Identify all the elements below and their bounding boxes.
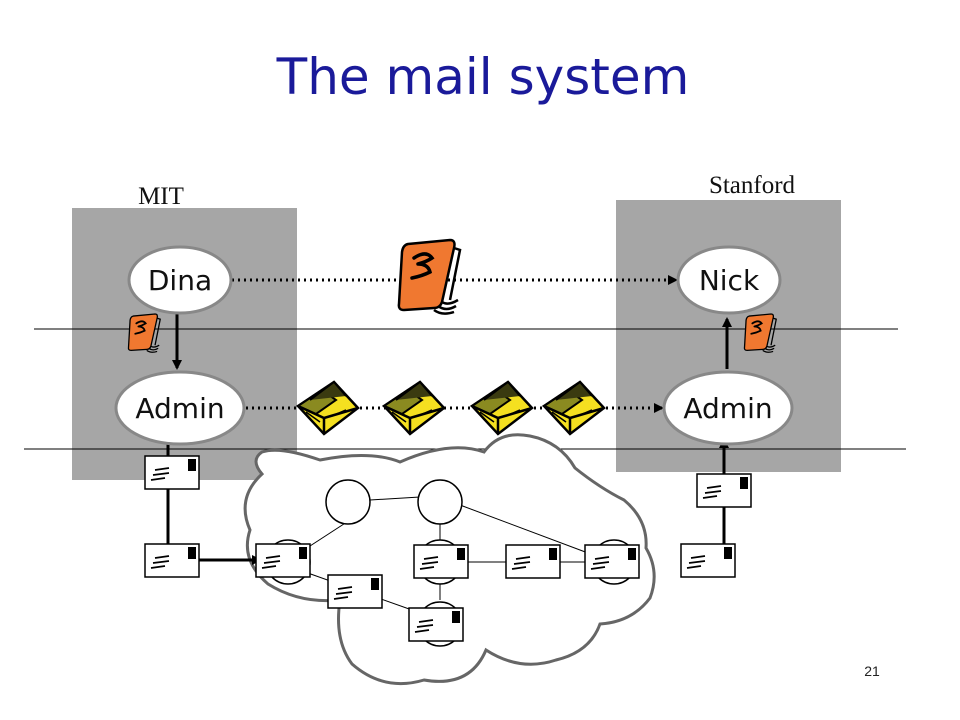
dina-label: Dina — [148, 264, 212, 297]
open-envelope-icon — [542, 380, 606, 436]
left-admin-label: Admin — [135, 392, 224, 425]
letter-icon — [680, 543, 736, 578]
mit-label: MIT — [138, 183, 184, 210]
right-admin-node: Admin — [662, 370, 794, 446]
left-admin-node: Admin — [114, 370, 246, 446]
letter-icon — [584, 544, 640, 579]
letter-icon — [408, 607, 464, 642]
nick-node: Nick — [676, 245, 782, 315]
letter-icon — [144, 543, 200, 578]
letter-icon — [144, 455, 200, 490]
page-number: 21 — [864, 663, 880, 679]
slide-title: The mail system — [276, 48, 690, 106]
letter-icon — [327, 574, 383, 609]
right-admin-label: Admin — [683, 392, 772, 425]
nick-label: Nick — [699, 264, 760, 297]
letter-icon — [413, 544, 469, 579]
letter-icon — [696, 473, 752, 508]
dina-node: Dina — [127, 245, 233, 315]
open-envelope-icon — [470, 380, 534, 436]
open-envelope-icon — [296, 380, 360, 436]
open-envelope-icon — [382, 380, 446, 436]
router-node — [325, 479, 371, 525]
notebook-icon — [397, 238, 462, 316]
letter-icon — [505, 544, 561, 579]
stanford-label: Stanford — [709, 172, 796, 199]
router-node — [417, 479, 463, 525]
letter-icon — [255, 543, 311, 578]
